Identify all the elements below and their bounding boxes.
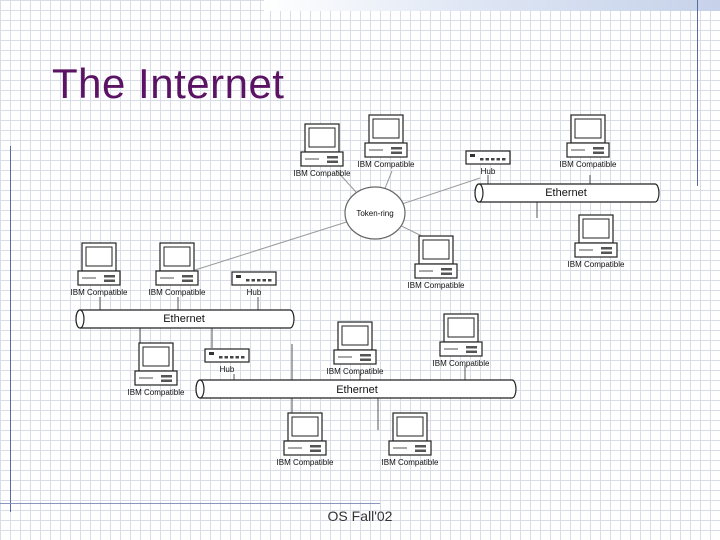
- hub-label: Hub: [220, 365, 235, 374]
- desktop-computer-icon: [300, 123, 344, 167]
- ethernet-segment: Ethernet: [195, 379, 517, 399]
- top-decor-band: [264, 0, 720, 11]
- hub-label: Hub: [481, 167, 496, 176]
- computer-label: IBM Compatible: [128, 388, 185, 397]
- desktop-computer-icon: [155, 242, 199, 286]
- desktop-computer-icon: [388, 412, 432, 456]
- computer-node: IBM Compatible: [408, 235, 465, 290]
- computer-label: IBM Compatible: [327, 367, 384, 376]
- computer-node: IBM Compatible: [433, 313, 490, 368]
- computer-node: IBM Compatible: [128, 342, 185, 397]
- right-decor-rule: [697, 0, 698, 186]
- token-ring-link: [194, 212, 376, 271]
- slide-title: The Internet: [52, 60, 285, 107]
- token-ring-label: Token-ring: [356, 209, 393, 218]
- computer-label: IBM Compatible: [568, 260, 625, 269]
- computer-node: IBM Compatible: [294, 123, 351, 178]
- computer-label: IBM Compatible: [408, 281, 465, 290]
- computer-label: IBM Compatible: [277, 458, 334, 467]
- computer-label: IBM Compatible: [358, 160, 415, 169]
- ethernet-segment: Ethernet: [75, 309, 295, 329]
- computer-label: IBM Compatible: [560, 160, 617, 169]
- ethernet-label: Ethernet: [336, 384, 378, 396]
- desktop-computer-icon: [134, 342, 178, 386]
- computer-label: IBM Compatible: [71, 288, 128, 297]
- computer-node: IBM Compatible: [149, 242, 206, 297]
- hub-label: Hub: [247, 288, 262, 297]
- hub-node: Hub: [204, 348, 250, 374]
- desktop-computer-icon: [566, 114, 610, 158]
- computer-node: IBM Compatible: [568, 214, 625, 269]
- desktop-computer-icon: [77, 242, 121, 286]
- desktop-computer-icon: [414, 235, 458, 279]
- hub-node: Hub: [465, 150, 511, 176]
- ethernet-label: Ethernet: [163, 313, 205, 325]
- computer-node: IBM Compatible: [382, 412, 439, 467]
- computer-node: IBM Compatible: [358, 114, 415, 169]
- desktop-computer-icon: [283, 412, 327, 456]
- desktop-computer-icon: [574, 214, 618, 258]
- computer-label: IBM Compatible: [294, 169, 351, 178]
- ethernet-segment: Ethernet: [474, 183, 660, 203]
- desktop-computer-icon: [333, 321, 377, 365]
- computer-node: IBM Compatible: [327, 321, 384, 376]
- computer-node: IBM Compatible: [277, 412, 334, 467]
- left-decor-rule: [10, 146, 11, 512]
- computer-label: IBM Compatible: [433, 359, 490, 368]
- computer-node: IBM Compatible: [71, 242, 128, 297]
- computer-label: IBM Compatible: [149, 288, 206, 297]
- network-hub-icon: [465, 150, 511, 165]
- ethernet-label: Ethernet: [545, 187, 587, 199]
- computer-label: IBM Compatible: [382, 458, 439, 467]
- bottom-decor-rule: [0, 503, 380, 504]
- hub-node: Hub: [231, 271, 277, 297]
- network-hub-icon: [231, 271, 277, 286]
- desktop-computer-icon: [364, 114, 408, 158]
- desktop-computer-icon: [439, 313, 483, 357]
- network-hub-icon: [204, 348, 250, 363]
- slide-footer: OS Fall'02: [327, 508, 393, 524]
- computer-node: IBM Compatible: [560, 114, 617, 169]
- token-ring: Token-ring: [344, 186, 406, 240]
